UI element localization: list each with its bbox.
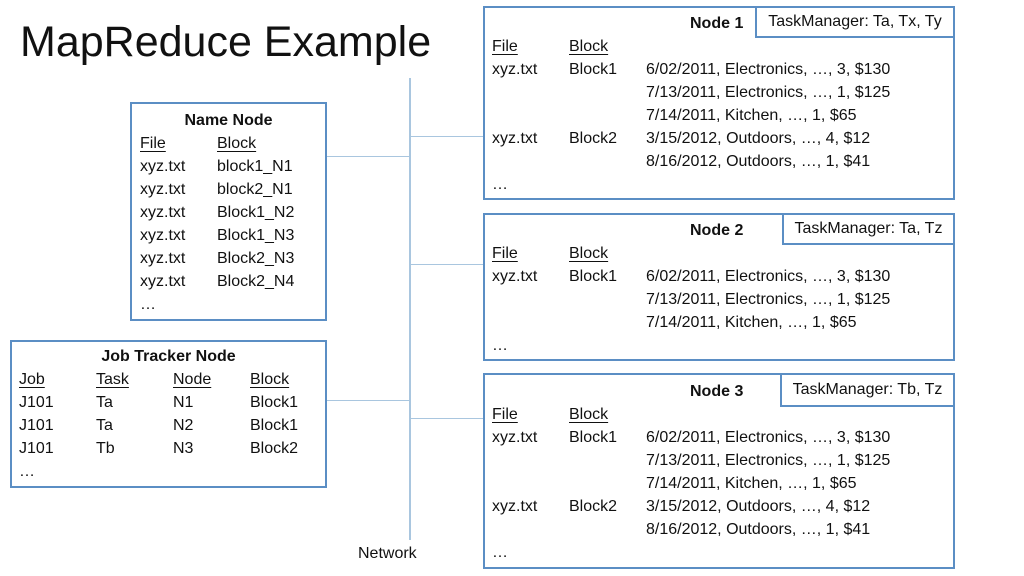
node-3-header-file: File [492,406,518,423]
job-tracker-ellipsis: … [19,463,35,480]
name-node-box: Name Node File Block xyz.txt block1_N1 x… [130,102,327,321]
job-tracker-cell: N3 [173,440,194,457]
node-1-row-block: Block2 [569,130,618,147]
job-tracker-cell: Ta [96,417,113,434]
name-node-row-file: xyz.txt [140,158,186,175]
job-tracker-header-task: Task [96,371,129,388]
job-tracker-cell: J101 [19,394,54,411]
name-node-row-file: xyz.txt [140,250,186,267]
name-node-row-block: Block1_N2 [217,204,295,221]
job-tracker-cell: Block1 [250,417,299,434]
job-tracker-cell: J101 [19,417,54,434]
name-node-row-block: Block2_N3 [217,250,295,267]
connector-job-tracker [326,400,410,401]
node-2-ellipsis: … [492,337,508,354]
node-1-row-block: Block1 [569,61,618,78]
name-node-ellipsis: … [140,296,156,313]
name-node-row-block: block2_N1 [217,181,293,198]
node-3-row-record: 8/16/2012, Outdoors, …, 1, $41 [646,521,871,538]
slide-title: MapReduce Example [20,18,432,66]
node-3-box: Node 3 TaskManager: Tb, Tz File Block xy… [483,373,955,569]
connector-node-2 [410,264,484,265]
job-tracker-cell: Block2 [250,440,299,457]
name-node-row-block: Block2_N4 [217,273,295,290]
network-label: Network [358,545,417,562]
node-3-row-block: Block1 [569,429,618,446]
node-3-header-block: Block [569,406,609,423]
name-node-row-file: xyz.txt [140,181,186,198]
name-node-row-file: xyz.txt [140,227,186,244]
job-tracker-cell: Ta [96,394,113,411]
node-2-header-block: Block [569,245,609,262]
name-node-title: Name Node [184,112,273,129]
job-tracker-cell: N1 [173,394,194,411]
node-1-row-record: 7/14/2011, Kitchen, …, 1, $65 [646,107,857,124]
name-node-row-file: xyz.txt [140,204,186,221]
job-tracker-cell: J101 [19,440,54,457]
job-tracker-box: Job Tracker Node Job Task Node Block J10… [10,340,327,488]
node-2-row-record: 6/02/2011, Electronics, …, 3, $130 [646,268,891,285]
node-3-title: Node 3 [690,383,744,400]
node-1-header-block: Block [569,38,609,55]
node-3-row-record: 3/15/2012, Outdoors, …, 4, $12 [646,498,871,515]
node-1-row-record: 7/13/2011, Electronics, …, 1, $125 [646,84,891,101]
node-1-ellipsis: … [492,176,508,193]
node-1-header-file: File [492,38,518,55]
node-3-ellipsis: … [492,544,508,561]
node-1-task-manager: TaskManager: Ta, Tx, Ty [755,6,955,38]
node-3-row-file: xyz.txt [492,498,538,515]
connector-node-1 [410,136,484,137]
node-2-box: Node 2 TaskManager: Ta, Tz File Block xy… [483,213,955,361]
node-3-row-file: xyz.txt [492,429,538,446]
node-3-row-record: 6/02/2011, Electronics, …, 3, $130 [646,429,891,446]
connector-name-node [326,156,410,157]
job-tracker-cell: N2 [173,417,194,434]
name-node-row-block: block1_N1 [217,158,293,175]
node-2-task-manager: TaskManager: Ta, Tz [782,213,955,245]
node-1-row-record: 6/02/2011, Electronics, …, 3, $130 [646,61,891,78]
job-tracker-header-node: Node [173,371,212,388]
node-2-row-file: xyz.txt [492,268,538,285]
node-3-task-manager: TaskManager: Tb, Tz [780,373,955,407]
network-backbone-line [409,78,411,540]
node-1-row-record: 8/16/2012, Outdoors, …, 1, $41 [646,153,871,170]
node-2-row-block: Block1 [569,268,618,285]
node-3-row-record: 7/14/2011, Kitchen, …, 1, $65 [646,475,857,492]
node-1-box: Node 1 TaskManager: Ta, Tx, Ty File Bloc… [483,6,955,200]
job-tracker-title: Job Tracker Node [101,348,236,365]
job-tracker-header-job: Job [19,371,45,388]
job-tracker-header-block: Block [250,371,290,388]
node-2-row-record: 7/14/2011, Kitchen, …, 1, $65 [646,314,857,331]
node-1-row-file: xyz.txt [492,130,538,147]
node-1-row-record: 3/15/2012, Outdoors, …, 4, $12 [646,130,871,147]
name-node-header-block: Block [217,135,257,152]
node-3-row-record: 7/13/2011, Electronics, …, 1, $125 [646,452,891,469]
name-node-row-block: Block1_N3 [217,227,295,244]
node-2-title: Node 2 [690,222,744,239]
job-tracker-cell: Block1 [250,394,299,411]
name-node-header-file: File [140,135,166,152]
node-2-header-file: File [492,245,518,262]
name-node-row-file: xyz.txt [140,273,186,290]
node-1-title: Node 1 [690,15,744,32]
node-2-row-record: 7/13/2011, Electronics, …, 1, $125 [646,291,891,308]
connector-node-3 [410,418,484,419]
node-3-row-block: Block2 [569,498,618,515]
node-1-row-file: xyz.txt [492,61,538,78]
job-tracker-cell: Tb [96,440,115,457]
